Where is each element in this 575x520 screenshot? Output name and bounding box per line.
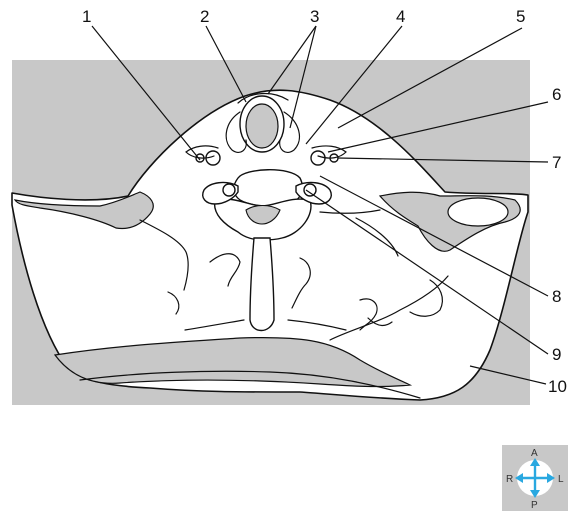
label-6: 6 <box>552 85 561 104</box>
orientation-compass: A P R L <box>502 445 568 511</box>
label-5: 5 <box>516 7 525 26</box>
label-7: 7 <box>552 153 561 172</box>
compass-label-anterior: A <box>531 448 538 459</box>
label-10: 10 <box>548 377 567 396</box>
label-9: 9 <box>552 345 561 364</box>
compass-label-right: R <box>506 474 513 485</box>
trachea-lumen <box>246 104 278 148</box>
label-2: 2 <box>200 7 209 26</box>
spinous-process <box>250 238 274 331</box>
vertebral-foramen-left <box>304 184 316 196</box>
compass-label-posterior: P <box>531 500 538 511</box>
label-1: 1 <box>82 7 91 26</box>
label-8: 8 <box>552 287 561 306</box>
compass-label-left: L <box>558 474 564 485</box>
lateral-oval-left <box>448 198 508 226</box>
label-4: 4 <box>396 7 405 26</box>
vessel-left-carotid <box>311 151 325 165</box>
label-3: 3 <box>310 7 319 26</box>
vertebral-foramen-right <box>223 184 235 196</box>
